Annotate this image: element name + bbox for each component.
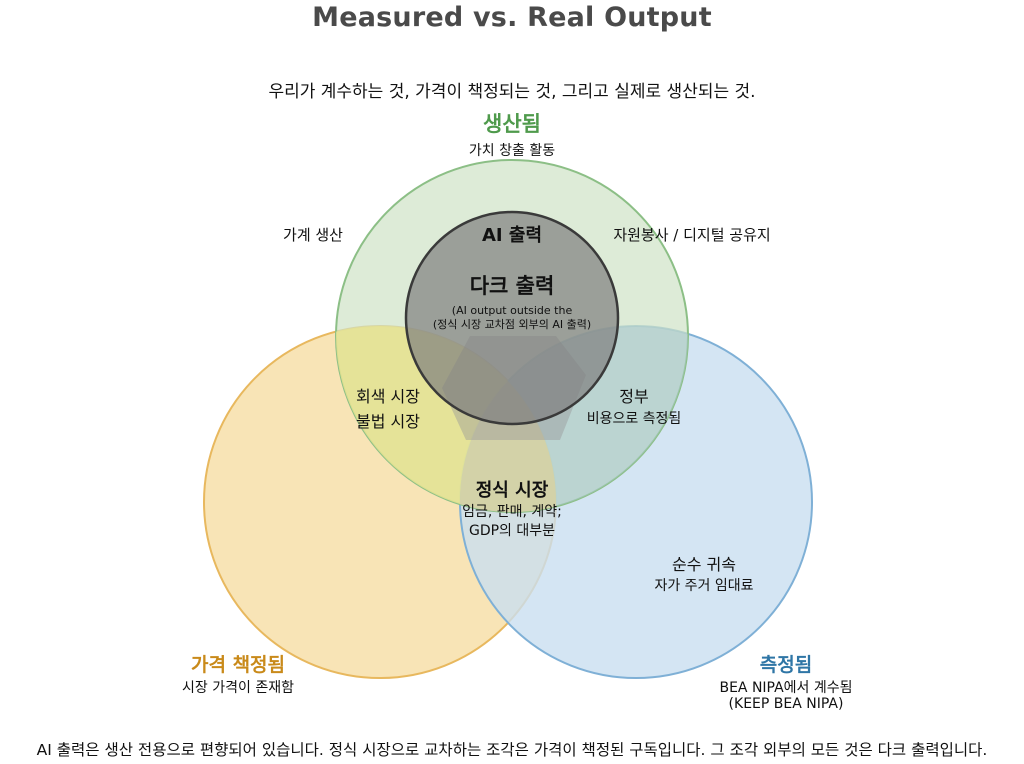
dark-output-label: 다크 출력 xyxy=(469,274,555,298)
produced-sublabel: 가치 창출 활동 xyxy=(468,143,556,159)
dark-output-circle xyxy=(404,210,620,426)
dark-output-note-2: (정식 시장 교차점 외부의 AI 출력) xyxy=(432,318,592,331)
imputed-label: 순수 귀속 xyxy=(672,555,736,574)
footer-caption: AI 출력은 생산 전용으로 편향되어 있습니다. 정식 시장으로 교차하는 조… xyxy=(36,741,988,759)
measured-sublabel-1: BEA NIPA에서 계수됨 xyxy=(719,680,853,696)
household-label: 가계 생산 xyxy=(283,226,343,244)
priced-sublabel: 시장 가격이 존재함 xyxy=(182,680,294,696)
chart-subtitle: 우리가 계수하는 것, 가격이 책정되는 것, 그리고 실제로 생산되는 것. xyxy=(268,82,756,102)
formal-market-label: 정식 시장 xyxy=(475,480,549,501)
government-sublabel: 비용으로 측정됨 xyxy=(586,411,682,427)
measured-sublabel-2: (KEEP BEA NIPA) xyxy=(728,696,844,712)
ai-output-label: AI 출력 xyxy=(481,225,543,246)
priced-label: 가격 책정됨 xyxy=(190,654,286,676)
chart-title: Measured vs. Real Output xyxy=(312,2,712,33)
formal-market-sublabel-1: 임금, 판매, 계약; xyxy=(462,504,562,520)
imputed-sublabel: 자가 주거 임대료 xyxy=(654,578,754,594)
produced-label: 생산됨 xyxy=(483,112,541,136)
volunteer-label: 자원봉사 / 디지털 공유지 xyxy=(613,226,771,244)
dark-output-note-1: (AI output outside the xyxy=(451,304,573,317)
gray-market-label: 회색 시장 xyxy=(356,387,420,406)
government-label: 정부 xyxy=(619,387,649,406)
formal-market-sublabel-2: GDP의 대부분 xyxy=(468,523,556,539)
illegal-market-label: 불법 시장 xyxy=(356,412,420,431)
measured-label: 측정됨 xyxy=(759,654,813,676)
